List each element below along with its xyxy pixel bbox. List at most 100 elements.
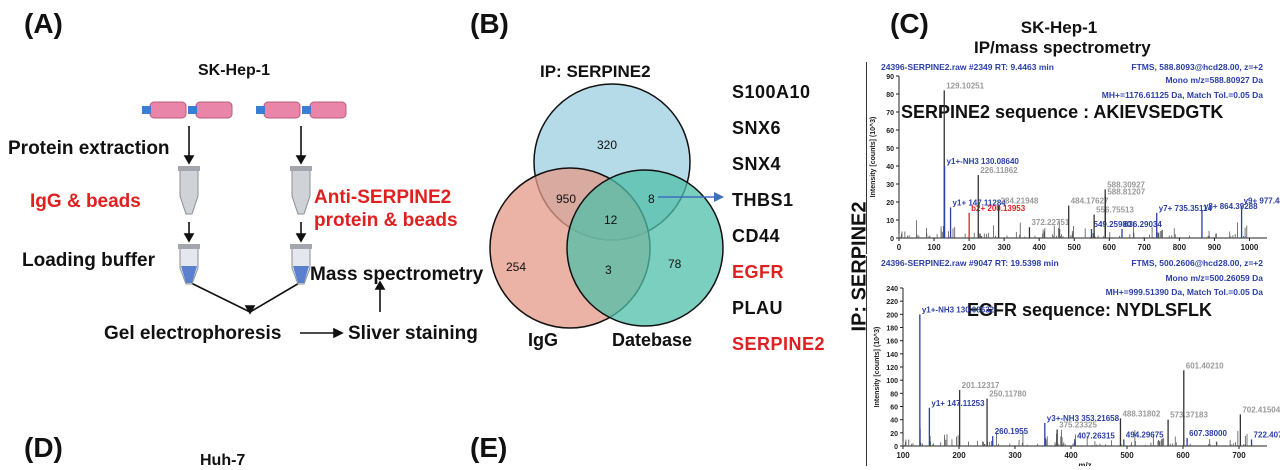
flask-icon [188,101,233,119]
y-tick-label: 180 [886,326,898,333]
peak-label: y7+ 735.35114 [1159,204,1213,213]
venn-label-db: Datebase [612,330,693,350]
peak-label: y1+-NH3 130.08632 [922,305,995,314]
venn-diagram [489,83,724,329]
gene-item: S100A10 [732,82,811,102]
panel-a-cell-line: SK-Hep-1 [198,62,271,79]
panel-c: SK-Hep-1 IP/mass spectrometry IP: SERPIN… [849,0,1280,470]
step-mass-spectrometry: Mass spectrometry [310,264,484,285]
peak-label: 201.12317 [962,381,1000,390]
peak-label: 722.40778 [1254,430,1280,439]
spectrum-1-mh: MH+=1176.61125 Da, Match Tol.=0.05 Da [1101,90,1263,100]
x-tick-label: 500 [1068,243,1082,252]
y-tick-label: 60 [890,405,898,412]
x-tick-label: 200 [952,451,966,460]
peak-label: 601.40210 [1186,361,1224,370]
y-tick-label: 160 [886,339,898,346]
x-tick-label: 800 [1173,243,1187,252]
x-tick-label: 100 [927,243,941,252]
gene-item: SERPINE2 [732,334,826,354]
tube-icon [290,244,312,285]
x-tick-label: 0 [897,243,902,252]
y-tick-label: 10 [886,218,894,225]
y-tick-label: 20 [886,200,894,207]
flask-icon [142,101,187,119]
gene-item: EGFR [732,262,785,282]
venn-count-ip-only: 320 [597,138,618,152]
gene-item: SNX6 [732,118,782,138]
gene-item: PLAU [732,298,783,318]
peak-label: y8+ 864.39288 [1204,202,1258,211]
step-protein-extraction: Protein extraction [8,138,170,159]
tube-icon [178,244,200,285]
y-tick-label: 80 [890,391,898,398]
gene-item: CD44 [732,226,781,246]
x-tick-label: 1000 [1241,243,1259,252]
panel-d-cell-line: Huh-7 [200,452,246,469]
peak-label: y1+ 147.11284 [953,198,1007,207]
step-anti-serpine2-line1: Anti-SERPINE2 [314,187,452,208]
spectrum-2-ftms: FTMS, 500.2606@hcd28.00, z=+2 [1131,258,1263,268]
spectrum-2-sequence: EGFR sequence: NYDLSFLK [967,300,1213,320]
venn-count-igg-only: 254 [506,260,527,274]
x-tick-label: 600 [1176,451,1190,460]
y-tick-label: 0 [890,236,894,243]
venn-count-ip-igg: 950 [556,192,577,206]
panel-a: SK-Hep-1 [0,0,483,430]
panel-b: IP: SERPINE2 320 950 12 8 254 3 78 IgG D… [470,0,850,430]
step-igg-beads: IgG & beads [30,191,141,212]
venn-circle-db [566,169,724,327]
peak-label: 129.10251 [946,81,984,90]
peak-label: 573.37183 [1170,411,1208,420]
venn-title: IP: SERPINE2 [540,62,651,81]
peak-label: 284.21948 [1001,197,1039,206]
venn-count-db-only: 78 [668,257,682,271]
x-tick-label: 300 [1008,451,1022,460]
y-tick-label: 90 [886,74,894,81]
spectrum-2-raw-id: 24396-SERPINE2.raw #9047 RT: 19.5398 min [881,258,1059,268]
x-tick-label: 400 [1064,451,1078,460]
panel-c-title-line2: IP/mass spectrometry [974,38,1151,57]
peak-label: 588.30927 [1107,180,1145,189]
panel-label-c: (C) [890,8,929,39]
peak-label: 407.26315 [1077,432,1115,441]
panel-a-drawing [142,101,386,339]
panel-label-a: (A) [24,8,63,39]
peak-label: 488.31802 [1122,409,1160,418]
y-tick-label: 40 [890,418,898,425]
peak-label: 226.11862 [980,166,1018,175]
peak-label: y1+-NH3 130.08640 [947,157,1020,166]
peak-label: y1+ 147.11253 [931,399,985,408]
y-tick-label: 200 [886,312,898,319]
x-tick-label: 300 [997,243,1011,252]
y-tick-label: 60 [886,128,894,135]
y-tick-label: 40 [886,164,894,171]
spectrum-1-raw-id: 24396-SERPINE2.raw #2349 RT: 9.4463 min [881,62,1054,72]
venn-count-igg-db: 3 [605,263,612,277]
y-axis-label: Intensity [counts] (10^3) [869,117,877,198]
y-tick-label: 240 [886,286,898,293]
x-tick-label: 900 [1208,243,1222,252]
peak-label: y3+-NH3 353.21658 [1047,414,1120,423]
y-tick-label: 0 [894,444,898,451]
flask-icon [256,101,301,119]
y-tick-label: 50 [886,146,894,153]
y-tick-label: 220 [886,299,898,306]
tube-icon [290,166,312,215]
panel-c-title-line1: SK-Hep-1 [1020,18,1098,37]
peak-label: 556.75513 [1096,206,1134,215]
y-tick-label: 30 [886,182,894,189]
peak-label: 549.25980 [1094,220,1132,229]
peak-label: 375.23325 [1059,421,1097,430]
spectrum-1-mono: Mono m/z=588.80927 Da [1165,75,1263,85]
venn-label-igg: IgG [528,330,558,350]
x-axis-label: m/z [1076,253,1089,254]
peak-label: 494.29675 [1126,430,1164,439]
spectrum-1-sequence: SERPINE2 sequence : AKIEVSEDGTK [901,102,1224,122]
peak-label: 372.22751 [1031,218,1069,227]
y-tick-label: 140 [886,352,898,359]
venn-count-ip-db: 8 [648,192,655,206]
peak-label: 588.81207 [1107,188,1145,197]
panel-label-e: (E) [470,432,508,463]
